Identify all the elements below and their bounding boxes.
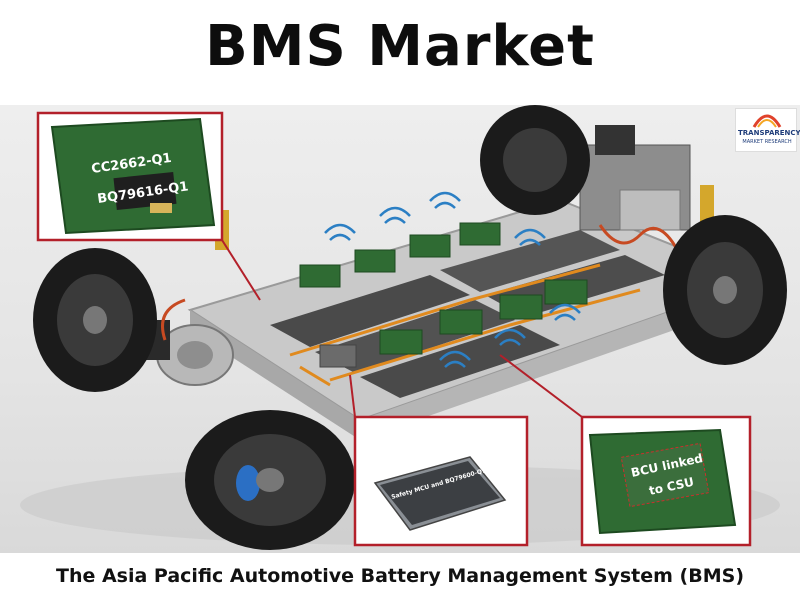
callout-top-left (36, 111, 224, 242)
chassis-svg: CC2662-Q1 BQ79616-Q1 Safety MCU and BQ79… (20, 105, 787, 550)
chip-8 (379, 329, 423, 355)
chip-1 (299, 264, 341, 288)
front-cable (161, 298, 186, 341)
wheels (33, 105, 787, 550)
logo-swoosh-icon (752, 114, 782, 128)
logo-text-line1: TRANSPARENCY (738, 129, 800, 137)
leader-bottom-middle (349, 374, 356, 418)
wheel-rear-left (480, 105, 590, 215)
wheel-rear-right (663, 215, 787, 365)
chip-3 (409, 234, 451, 258)
page-title: BMS Market (205, 14, 595, 79)
busbar-3 (299, 365, 331, 387)
busbar-2 (329, 288, 641, 382)
leader-bottom-right (499, 354, 583, 418)
logo-text-line2: MARKET RESEARCH (742, 139, 792, 145)
chip-2 (354, 249, 396, 273)
front-motor-core (177, 341, 213, 369)
wireless-icon-4 (519, 238, 541, 246)
chip-6 (499, 294, 543, 320)
module-chips (299, 222, 588, 368)
callout-bottom-right (580, 415, 752, 547)
rear-drive-unit (579, 125, 691, 256)
battery-tray-side-left (190, 310, 360, 440)
module-row-1 (270, 275, 470, 347)
busbars (289, 263, 641, 387)
wireless-icon-6 (499, 338, 521, 346)
wireless-icon-5 (554, 313, 576, 321)
battery-tray-side-front (360, 280, 760, 440)
module-row-3 (360, 325, 560, 398)
wheel-front-right (185, 410, 355, 550)
image-caption: The Asia Pacific Automotive Battery Mana… (55, 565, 745, 587)
busbar-1 (289, 263, 601, 357)
rear-spring-right (700, 185, 714, 225)
rear-motor-cap (595, 125, 635, 155)
wireless-signal-icons (324, 191, 581, 368)
chip-9 (319, 344, 357, 368)
rear-cable (598, 224, 682, 256)
ev-chassis-illustration: CC2662-Q1 BQ79616-Q1 Safety MCU and BQ79… (0, 105, 800, 553)
chip-5 (439, 309, 483, 335)
wireless-icon-2 (384, 216, 406, 224)
brand-logo: TRANSPARENCY MARKET RESEARCH (735, 108, 800, 152)
wheel-front-left (33, 248, 157, 392)
callout-bottom-middle (353, 415, 529, 547)
wireless-icon-1 (329, 233, 351, 241)
module-row-4 (440, 230, 620, 292)
leader-top-left (221, 239, 261, 301)
wireless-icon-7 (444, 360, 466, 368)
callout-leaders (221, 239, 583, 418)
chip-4 (459, 222, 501, 246)
wireless-icon-3 (434, 201, 456, 209)
rear-heatsink (619, 189, 681, 231)
chip-7 (544, 279, 588, 305)
